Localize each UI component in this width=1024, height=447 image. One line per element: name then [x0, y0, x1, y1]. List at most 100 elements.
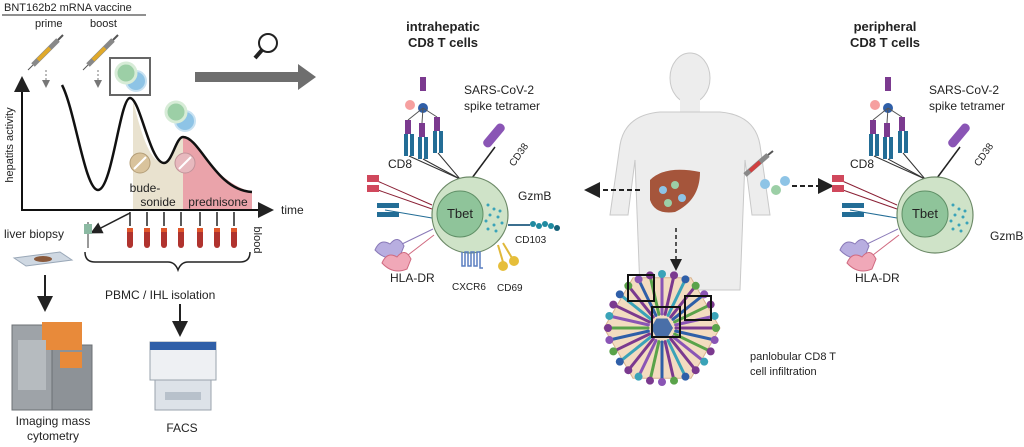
intrahepatic-title-2: CD8 T cells [408, 35, 478, 50]
cd38-label: CD38 [972, 141, 996, 169]
hla-dr-receptor-icon [846, 252, 877, 272]
sinusoid [663, 340, 676, 383]
infiltrating-cell [605, 336, 614, 345]
imaging-label-2: cytometry [27, 429, 79, 443]
tcr-icon [404, 134, 408, 156]
granzyme-granule [965, 221, 969, 225]
sinusoid [637, 277, 658, 317]
tcr-icon [410, 134, 414, 156]
liver-biopsy-label: liver biopsy [4, 227, 64, 241]
sinusoid [618, 335, 653, 364]
gzmb-label: GzmB [990, 229, 1023, 243]
tcr-stalk [902, 152, 926, 180]
peripheral-title-2: CD8 T cells [850, 35, 920, 50]
prime-label: prime [35, 18, 63, 30]
sinusoid [618, 292, 653, 321]
tetramer-label-2: spike tetramer [929, 99, 1005, 113]
intrahepatic-title: intrahepatic [406, 19, 480, 34]
blood-tube-icon [214, 228, 220, 248]
cd8-stalk [839, 179, 898, 206]
vaccine-title: BNT162b2 mRNA vaccine [4, 2, 132, 14]
cxcr6-receptor-icon [461, 251, 483, 269]
sinusoid [611, 303, 651, 324]
cd3-icon [377, 203, 399, 208]
cell-icon [780, 176, 790, 186]
granzyme-granule [496, 215, 500, 219]
granzyme-granule [951, 203, 955, 207]
tcr-stalk [408, 155, 461, 180]
sinusoid [671, 292, 706, 321]
infiltrating-cell [609, 347, 618, 356]
boost-label: boost [90, 18, 117, 30]
infiltrating-cell [700, 357, 709, 366]
cd8-stalk [839, 188, 898, 210]
granzyme-granule [486, 227, 490, 231]
blood-tube-icon [178, 228, 184, 248]
syringe-icon [743, 150, 774, 177]
blood-tube-icon [197, 228, 203, 248]
isolation-brace [84, 251, 251, 273]
mhc-icon [870, 120, 876, 134]
sinusoid [666, 339, 687, 379]
human-body-illustration [609, 52, 771, 291]
zoom-box [651, 306, 681, 338]
sinusoid [607, 329, 650, 342]
facs-label: FACS [166, 421, 197, 435]
isolation-label: PBMC / IHL isolation [105, 288, 215, 302]
peripheral-title: peripheral [854, 19, 917, 34]
syringe-icon [82, 34, 119, 71]
cell-icon [114, 61, 138, 85]
hla-dr-label: HLA-DR [390, 271, 435, 285]
blood-tube-icon [231, 228, 237, 248]
tube-cap [161, 228, 167, 232]
granzyme-granule [492, 223, 496, 227]
tcr-icon [424, 137, 428, 159]
infiltrating-cell [700, 290, 709, 299]
granzyme-granule [484, 219, 488, 223]
tetramer-link [421, 107, 424, 124]
infiltrating-cell [624, 366, 633, 375]
sinusoid [671, 335, 706, 364]
blood-tube-icon [161, 228, 167, 248]
budesonide-label-2: sonide [140, 195, 176, 209]
infiltrating-cell [615, 290, 624, 299]
tcr-icon [433, 131, 437, 153]
tcr-icon [889, 137, 893, 159]
blood-tube-icon [144, 228, 150, 248]
mhc-icon [405, 120, 411, 134]
infiltrating-cell [634, 275, 643, 284]
biopsy-needle-icon [84, 222, 92, 248]
sinusoid [607, 314, 650, 327]
infiltration-label: panlobular CD8 T [750, 351, 836, 363]
sinusoid [611, 332, 651, 353]
tetramer-label-2: spike tetramer [464, 99, 540, 113]
cell-icon [771, 185, 781, 195]
tcr-stalk [437, 152, 461, 180]
prednisone-label: prednisone [188, 195, 248, 209]
peripheral-cd8-t-cell [832, 77, 974, 272]
tcr-stalk [887, 158, 926, 180]
highlight-box [109, 57, 151, 96]
tcr-icon [439, 131, 443, 153]
tube-cap [144, 228, 150, 232]
tube-cap [214, 228, 220, 232]
granzyme-granule [961, 215, 965, 219]
budesonide-label: bude- [130, 181, 161, 195]
cd8-receptor-icon [367, 185, 379, 192]
hla-dr-receptor-icon [381, 252, 412, 272]
tetramer-link [886, 107, 889, 124]
granzyme-granule [498, 209, 502, 213]
cd8-label: CD8 [388, 157, 412, 171]
granzyme-granule [951, 227, 955, 231]
blood-tube-icon [127, 228, 133, 248]
cd3-stalk [849, 209, 898, 219]
sinusoid [666, 277, 687, 317]
infiltrating-cell [710, 311, 719, 320]
nucleus [436, 190, 484, 238]
hepatitis-activity-curve [60, 84, 253, 194]
tissue-slide-icon [12, 251, 74, 267]
mhc-icon [884, 123, 890, 137]
sinusoid [626, 337, 655, 372]
